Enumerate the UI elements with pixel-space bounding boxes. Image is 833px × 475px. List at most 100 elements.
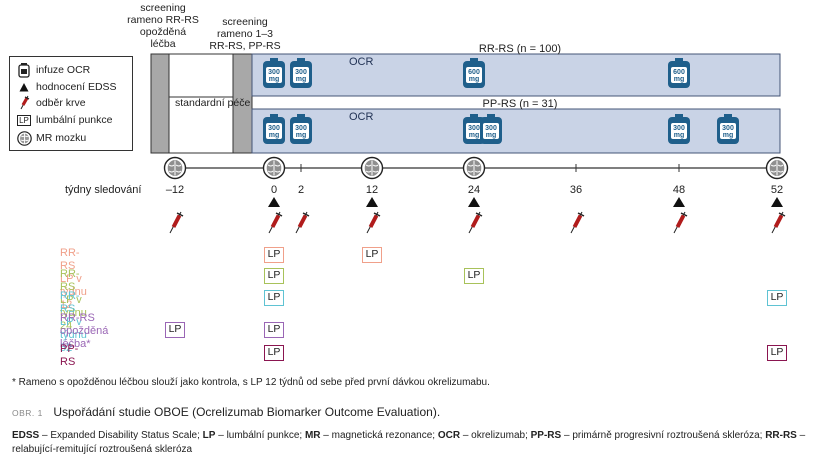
lp-row-label: RR-RS opožděná léčba* xyxy=(60,312,109,350)
abbreviation-term: PP-RS xyxy=(530,430,562,441)
edss-triangle-icon xyxy=(468,197,480,207)
svg-text:300: 300 xyxy=(268,69,280,76)
blood-syringe-icon xyxy=(771,211,786,234)
blood-syringe-icon xyxy=(468,211,483,234)
lp-row-label: PP-RS xyxy=(60,343,79,368)
timeline-tick-label: 52 xyxy=(771,184,783,196)
abbreviation-term: EDSS xyxy=(12,430,40,441)
pp-ocr-label: OCR xyxy=(349,111,374,123)
standard-care-label: standardní péče xyxy=(175,97,250,109)
abbreviation-definition: – relabující-remitující roztroušená skle… xyxy=(12,430,806,455)
timeline-diagram: OCR RR-RS (n = 100) OCR PP-RS (n = 31) s… xyxy=(65,43,789,234)
timeline-tick-label: 2 xyxy=(298,184,304,196)
legend-item-blood: odběr krve xyxy=(16,95,86,111)
footnote: * Rameno s opožděnou léčbou slouží jako … xyxy=(12,377,490,388)
abbreviation-definition: – primárně progresivní roztroušená skler… xyxy=(561,430,766,441)
abbreviation-definition: – lumbální punkce; xyxy=(215,430,305,441)
svg-text:600: 600 xyxy=(673,69,685,76)
lp-marker: LP xyxy=(264,268,284,284)
legend-item-infusion: infuze OCR xyxy=(16,62,90,78)
figure-caption: OBR. 1 Uspořádání studie OBOE (Ocrelizum… xyxy=(12,403,827,421)
lp-box-icon: LP xyxy=(17,114,31,126)
svg-text:mg: mg xyxy=(674,76,685,83)
legend-label: MR mozku xyxy=(36,132,87,144)
timeline-tick-label: 0 xyxy=(271,184,277,196)
svg-text:600: 600 xyxy=(468,69,480,76)
blood-syringe-icon xyxy=(169,211,184,234)
delayed-screening-block xyxy=(150,53,170,154)
svg-text:mg: mg xyxy=(469,76,480,83)
svg-text:mg: mg xyxy=(486,132,497,139)
main-screening-block xyxy=(232,53,253,154)
abbreviation-definition: – okrelizumab; xyxy=(460,430,531,441)
legend-label: lumbální punkce xyxy=(36,114,113,126)
legend-item-mri: MR mozku xyxy=(16,130,86,146)
timeline-tick-label: 36 xyxy=(570,184,582,196)
blood-syringe-icon xyxy=(366,211,381,234)
legend-label: odběr krve xyxy=(36,97,86,109)
pp-rs-arm-bar xyxy=(251,108,781,154)
svg-text:mg: mg xyxy=(674,132,685,139)
lp-marker: LP xyxy=(264,322,284,338)
svg-text:300: 300 xyxy=(295,125,307,132)
caption-prefix: OBR. 1 xyxy=(12,408,43,418)
lp-row-label: RR-RS LP v týdnu 24 xyxy=(60,268,87,332)
mri-brain-icon xyxy=(462,156,486,180)
mri-brain-icon xyxy=(360,156,384,180)
timeline-tick-label: –12 xyxy=(166,184,184,196)
lp-marker: LP xyxy=(165,322,185,338)
rr-rs-arm-bar xyxy=(251,53,781,97)
blood-syringe-icon xyxy=(570,211,585,234)
abbreviation-term: MR xyxy=(304,430,321,441)
syringe-icon xyxy=(16,95,32,111)
lp-marker: LP xyxy=(362,247,382,263)
brain-icon xyxy=(16,130,32,146)
blood-syringe-icon xyxy=(673,211,688,234)
legend-item-lp: LP lumbální punkce xyxy=(16,112,112,128)
pp-arm-label: PP-RS (n = 31) xyxy=(483,98,558,110)
legend-item-edss: hodnocení EDSS xyxy=(16,79,117,95)
mri-brain-icon xyxy=(163,156,187,180)
edss-triangle-icon xyxy=(268,197,280,207)
lp-marker: LP xyxy=(264,247,284,263)
svg-text:300: 300 xyxy=(295,69,307,76)
delayed-arm-screening-label: screening rameno RR-RS opožděná léčba xyxy=(127,2,199,50)
lp-marker: LP xyxy=(264,290,284,306)
svg-text:mg: mg xyxy=(469,132,480,139)
triangle-icon xyxy=(16,79,32,95)
standard-care-block xyxy=(168,96,234,154)
rr-ocr-label: OCR xyxy=(349,56,374,68)
abbreviation-definition: – magnetická rezonance; xyxy=(320,430,438,441)
edss-triangle-icon xyxy=(673,197,685,207)
svg-text:mg: mg xyxy=(296,132,307,139)
svg-text:300: 300 xyxy=(468,125,480,132)
svg-text:300: 300 xyxy=(268,125,280,132)
lp-marker: LP xyxy=(264,345,284,361)
lp-row-label: RR-RS LP v týdnu 52 xyxy=(60,290,87,354)
timeline-tick-label: 48 xyxy=(673,184,685,196)
lp-row-label: RR-RS LP v týdnu 12 xyxy=(60,247,87,311)
timeline-tick-label: 12 xyxy=(366,184,378,196)
mri-brain-icon xyxy=(262,156,286,180)
lp-marker: LP xyxy=(464,268,484,284)
svg-text:300: 300 xyxy=(673,125,685,132)
caption-title: Uspořádání studie OBOE (Ocrelizumab Biom… xyxy=(53,405,441,419)
timeline-tick-label: 24 xyxy=(468,184,480,196)
infusion-bag-icon xyxy=(16,62,32,78)
abbreviation-term: RR-RS xyxy=(765,430,797,441)
legend-label: infuze OCR xyxy=(36,64,91,76)
edss-triangle-icon xyxy=(771,197,783,207)
abbreviation-list: EDSS – Expanded Disability Status Scale;… xyxy=(12,429,824,457)
legend: infuze OCR hodnocení EDSS odběr krve LP … xyxy=(9,56,133,151)
abbreviation-term: OCR xyxy=(437,430,461,441)
main-screening-label: screening rameno 1–3 RR-RS, PP-RS xyxy=(209,16,281,52)
